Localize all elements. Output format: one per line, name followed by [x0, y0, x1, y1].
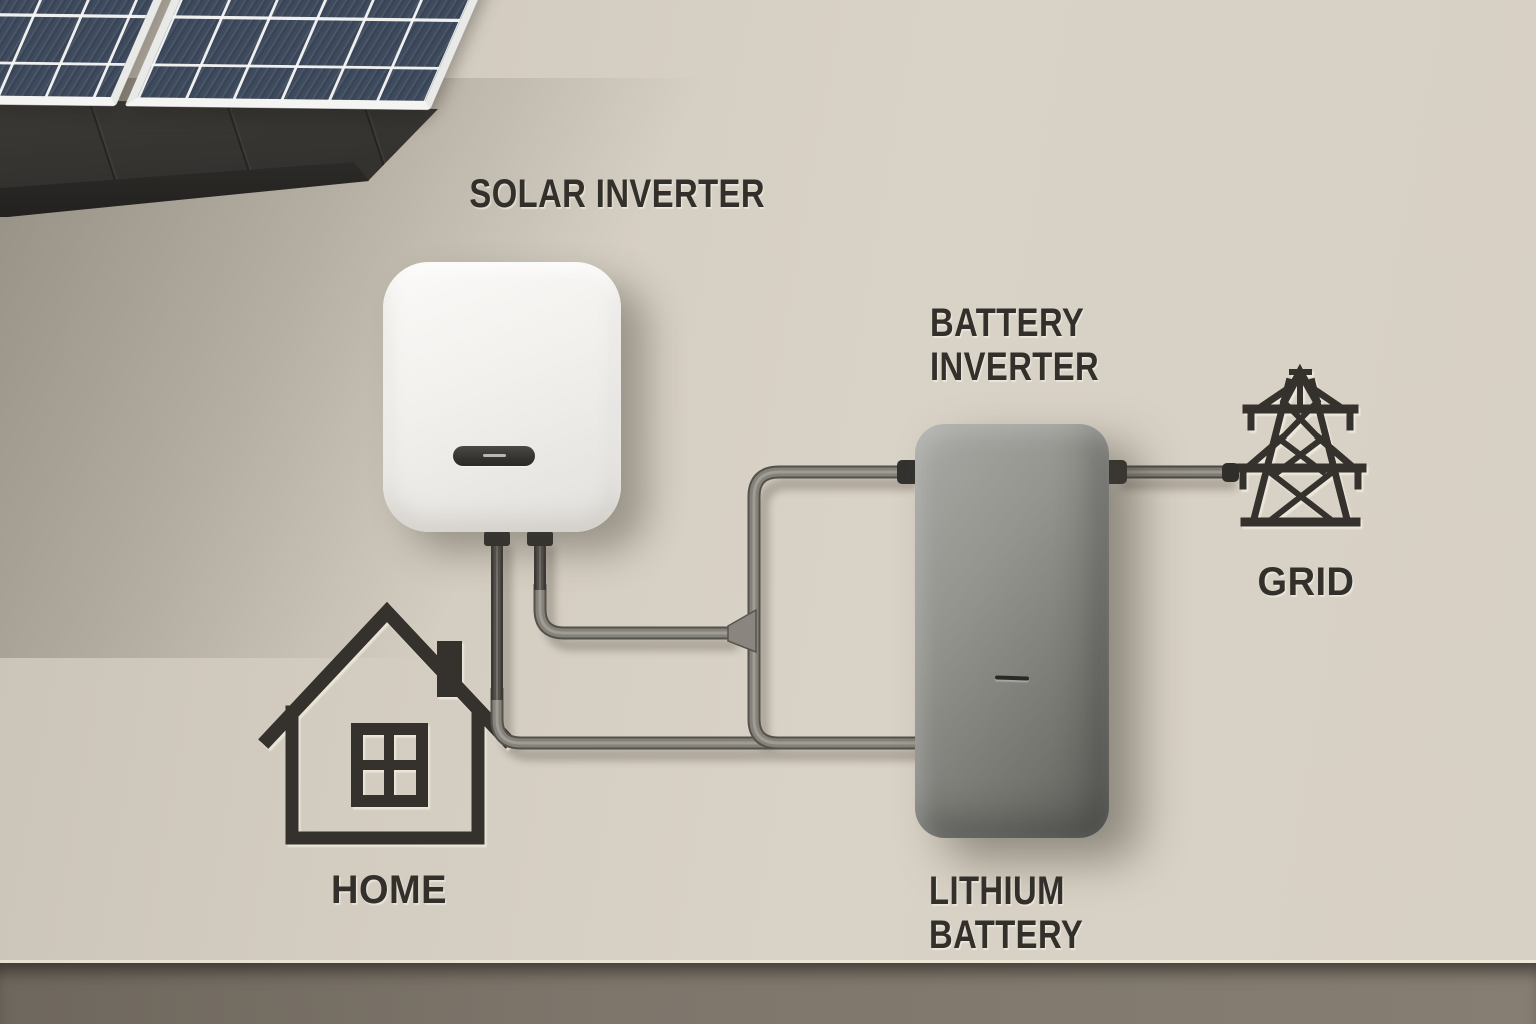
battery-inverter-label-line2: INVERTER	[930, 345, 1100, 389]
solar-inverter-display	[453, 446, 535, 466]
connectors	[484, 460, 1239, 546]
home-label: HOME	[286, 868, 491, 912]
battery-port-right	[1105, 460, 1127, 484]
solar-inverter-label: SOLAR INVERTER	[437, 172, 777, 216]
battery-inverter-label: BATTERY INVERTER	[930, 301, 1136, 389]
home-label-text: HOME	[330, 868, 447, 912]
battery-port-left	[897, 460, 919, 484]
battery-indicator-slot	[994, 675, 1030, 681]
home-icon	[258, 601, 516, 845]
solar-inverter-indicator	[483, 454, 506, 457]
tee-junction	[727, 608, 757, 654]
battery-inverter-label-line1: BATTERY	[930, 301, 1085, 345]
lithium-battery-label: LITHIUM BATTERY	[929, 869, 1117, 957]
grid-label-text: GRID	[1257, 560, 1355, 604]
battery-inverter-unit	[915, 424, 1109, 838]
grid-cable-endcap	[1222, 463, 1239, 482]
solar-gland-right	[527, 531, 553, 546]
conduit-shadows	[506, 484, 1236, 755]
lithium-battery-label-line2: BATTERY	[929, 913, 1084, 957]
solar-gland-left	[484, 531, 510, 546]
solar-inverter-unit	[383, 262, 621, 532]
grid-label: GRID	[1206, 560, 1406, 604]
solar-inverter-label-text: SOLAR INVERTER	[469, 172, 765, 216]
grid-tower-icon	[1234, 363, 1367, 527]
floor	[0, 963, 1536, 1024]
wall-bottom-edge	[0, 960, 1536, 963]
lithium-battery-label-line1: LITHIUM	[929, 869, 1065, 913]
